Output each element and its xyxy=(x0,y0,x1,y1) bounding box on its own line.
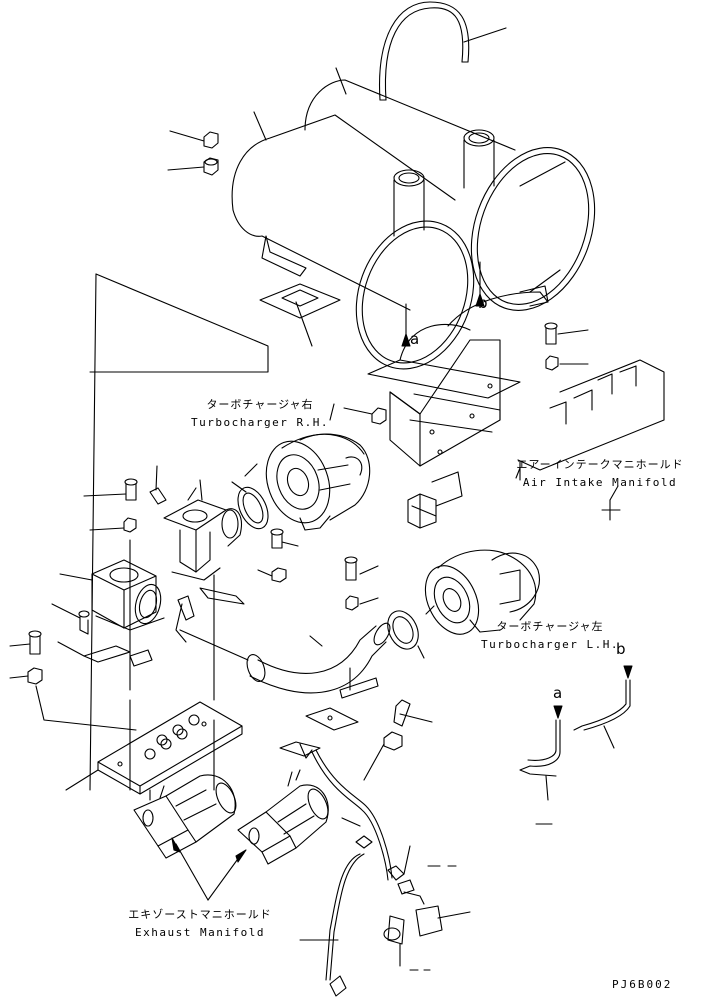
ref-label-b-pipe: b xyxy=(616,640,626,658)
air-intake-manifold-label-en: Air Intake Manifold xyxy=(522,476,678,489)
exhaust-manifold-label-en: Exhaust Manifold xyxy=(135,926,265,939)
outlet-pipes xyxy=(394,130,494,236)
clamp-lh xyxy=(382,606,424,658)
clamp-rh xyxy=(232,482,274,533)
exhaust-pipe xyxy=(180,621,393,693)
heat-shield-plate xyxy=(66,702,242,794)
bolt-right-top xyxy=(545,323,588,370)
ref-label-a-pipe: a xyxy=(553,684,563,702)
turbocharger-rh xyxy=(245,432,370,531)
turbocharger-lh xyxy=(415,550,539,643)
air-intake-manifold-label-jp: エアーインテークマニホールド xyxy=(516,458,684,471)
bolts-rh xyxy=(150,466,298,582)
ref-label-a-top: a xyxy=(410,330,420,348)
bolt-washer-mid xyxy=(345,557,378,610)
air-intake-manifold xyxy=(408,360,664,528)
support-rod xyxy=(280,742,392,996)
exhaust-manifold-1 xyxy=(134,775,240,858)
nuts-top-left xyxy=(168,131,218,175)
pipe-a xyxy=(520,706,562,824)
ref-label-b-top: b xyxy=(478,294,488,312)
exhaust-manifold-leaders xyxy=(172,838,246,900)
label-leaders xyxy=(330,404,618,500)
bolt-nut-mid-right xyxy=(364,700,432,780)
air-cleaner-rear xyxy=(305,68,616,328)
mid-strips xyxy=(306,668,378,730)
leader-lines xyxy=(36,274,268,790)
air-cleaner-front xyxy=(232,112,565,386)
brackets-rh xyxy=(176,588,244,642)
pipe-b xyxy=(574,666,632,748)
hardware-bottom xyxy=(384,846,470,970)
elbow-lh-assy xyxy=(60,560,165,630)
exhaust-manifold-2 xyxy=(238,770,332,864)
nut-turbo-rh xyxy=(344,408,386,424)
drum-bracket xyxy=(260,236,340,346)
bolts-left xyxy=(10,479,137,684)
turbocharger-lh-label-en: Turbocharger L.H. xyxy=(480,638,620,651)
turbocharger-rh-label-jp: ターボチャージャ右 xyxy=(206,398,314,411)
ref-arrows-top xyxy=(402,262,484,346)
hose-top xyxy=(380,2,506,100)
drawing-code: PJ6B002 xyxy=(612,978,673,991)
cleaner-stand xyxy=(368,270,560,466)
elbow-rh xyxy=(164,480,241,580)
turbocharger-lh-label-jp: ターボチャージャ左 xyxy=(496,620,604,633)
exhaust-manifold-label-jp: エキゾーストマニホールド xyxy=(128,908,272,921)
turbocharger-rh-label-en: Turbocharger R.H. xyxy=(190,416,330,429)
gaskets-left xyxy=(58,642,152,666)
